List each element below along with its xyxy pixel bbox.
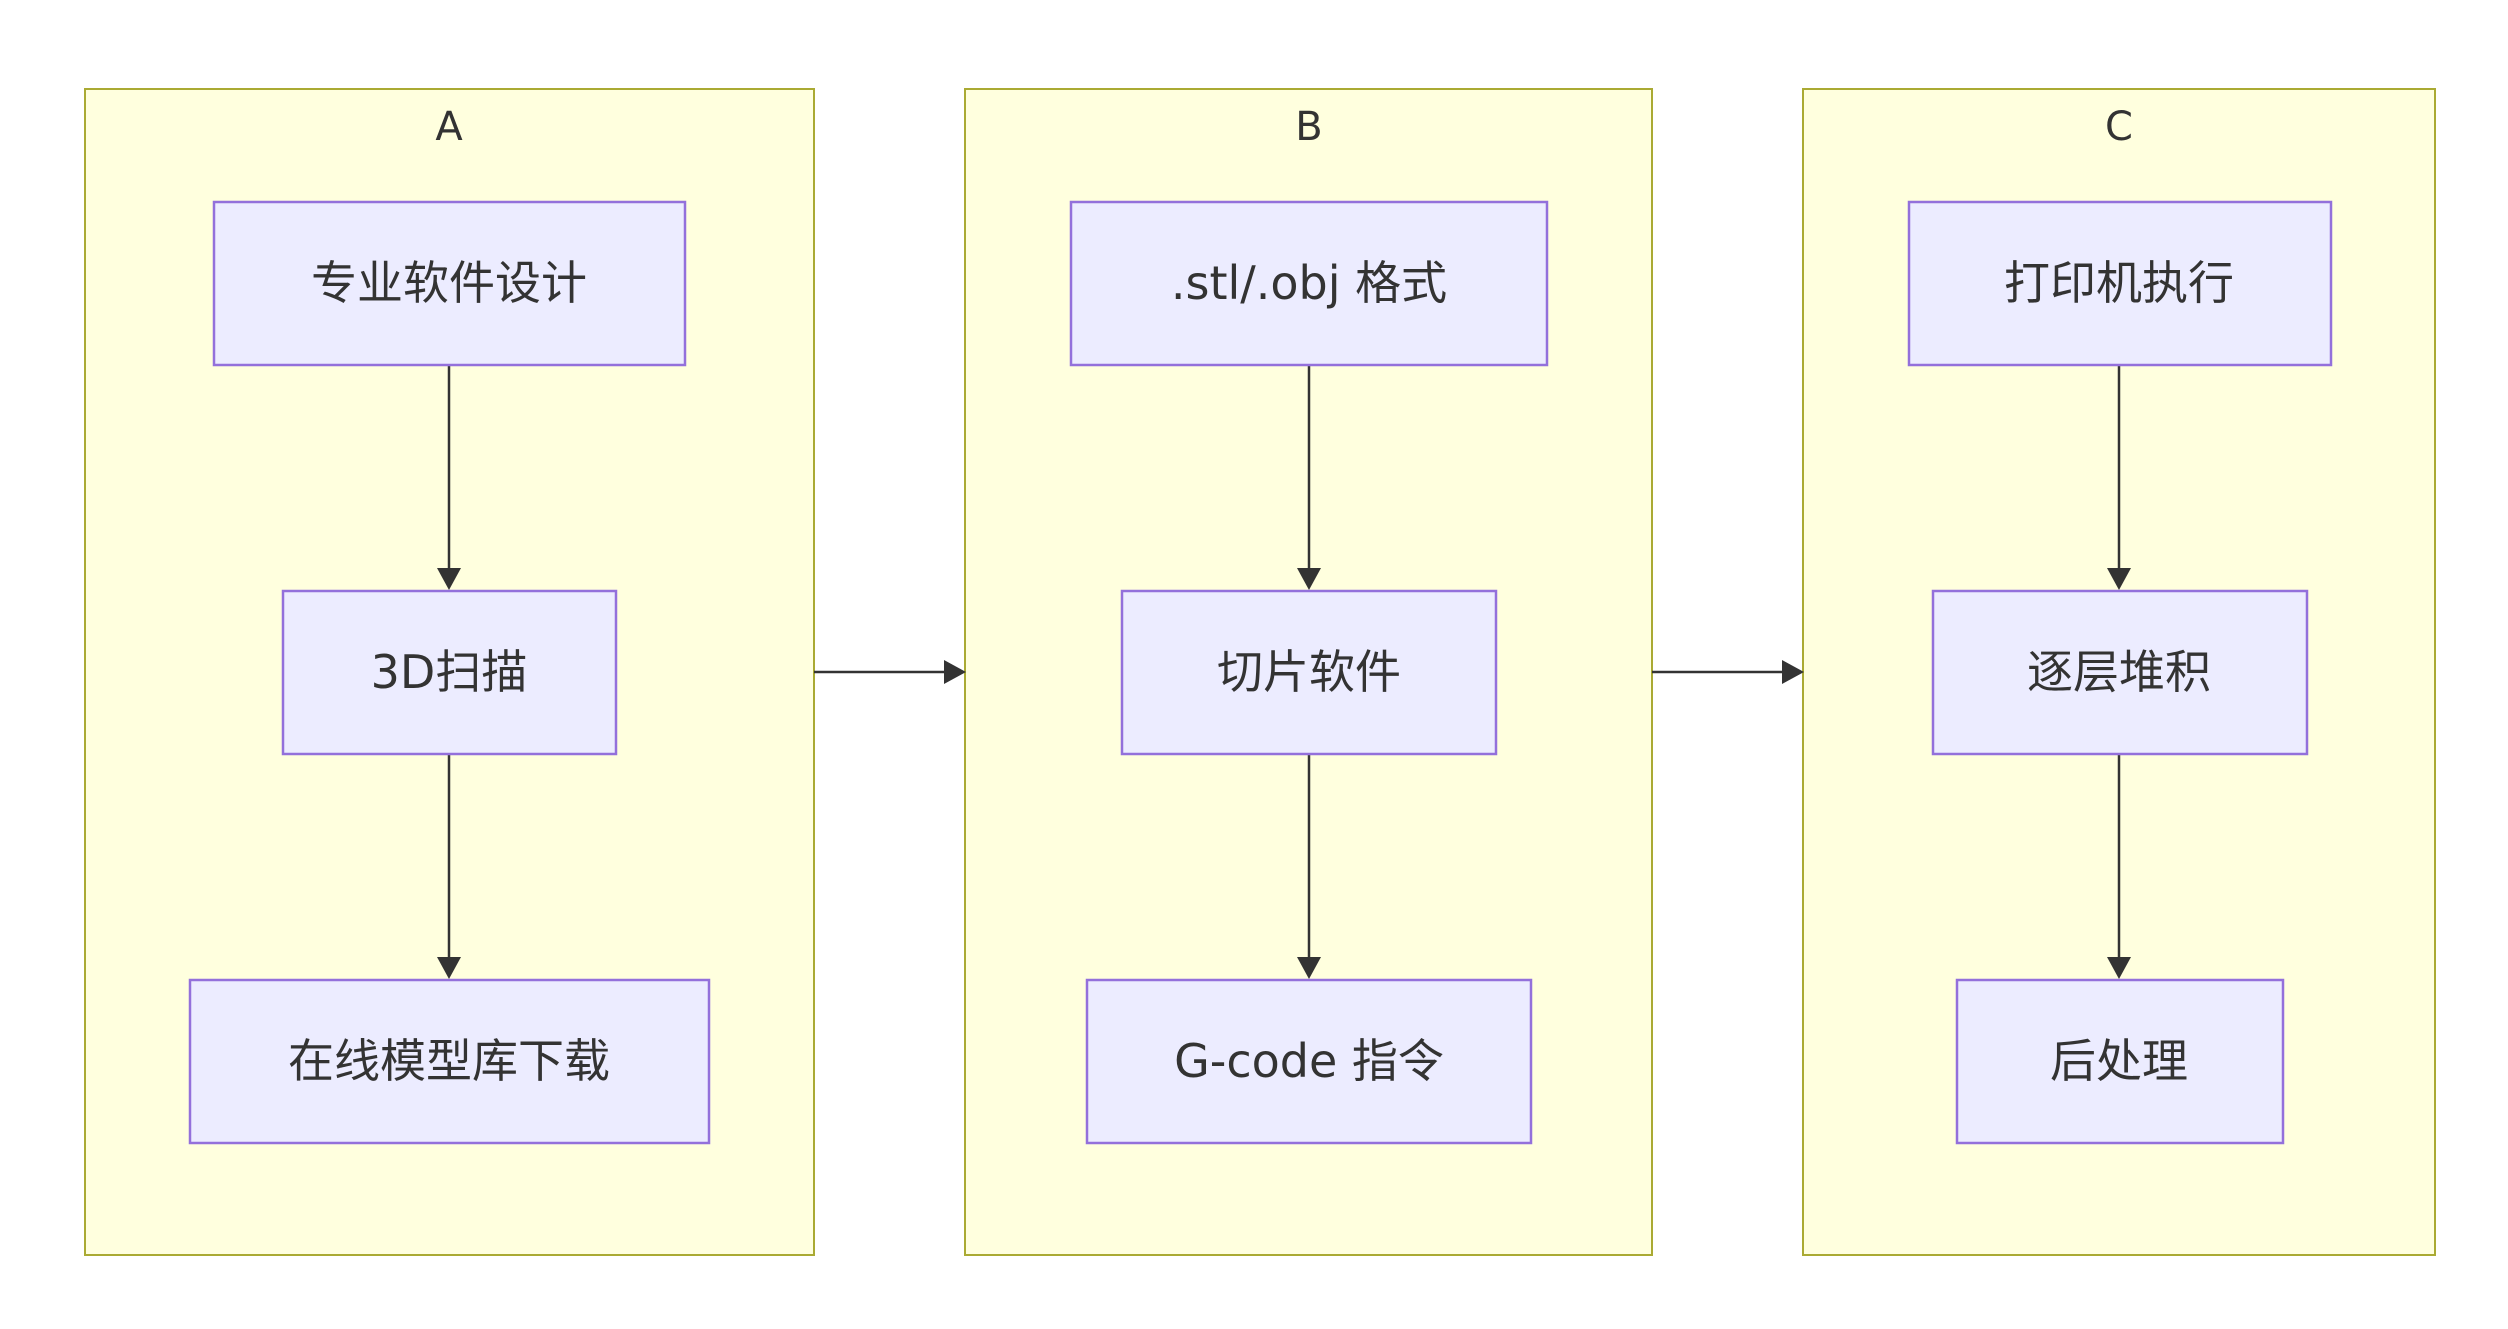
node-post-processing: 后处理	[1955, 978, 2285, 1145]
node-gcode-instructions: G-code 指令	[1085, 978, 1533, 1145]
node-box	[1931, 589, 2309, 756]
node-printer-execute: 打印机执行	[1907, 200, 2333, 367]
node-label: 打印机执行	[2004, 256, 2234, 310]
arrowhead-a2-a3	[437, 957, 461, 979]
arrowhead-b1-b2	[1297, 568, 1321, 590]
node-box	[188, 978, 711, 1145]
node-professional-design: 专业软件设计	[212, 200, 687, 367]
node-box	[1955, 978, 2285, 1145]
node-box	[1085, 978, 1533, 1145]
node-label: .stl/.obj 格式	[1171, 256, 1447, 310]
node-stl-obj-format: .stl/.obj 格式	[1069, 200, 1549, 367]
node-online-download: 在线模型库下载	[188, 978, 711, 1145]
node-label: G-code 指令	[1174, 1034, 1444, 1088]
node-box	[1069, 200, 1549, 367]
node-label: 逐层堆积	[2027, 645, 2211, 699]
cluster-c-title: C	[2105, 104, 2133, 150]
cluster-b-title: B	[1295, 104, 1322, 150]
node-label: 专业软件设计	[311, 256, 587, 310]
arrowhead-b-c	[1782, 660, 1804, 684]
arrowhead-a-b	[944, 660, 966, 684]
arrowhead-b2-b3	[1297, 957, 1321, 979]
node-3d-scan: 3D扫描	[281, 589, 618, 756]
node-box	[1907, 200, 2333, 367]
node-box	[281, 589, 618, 756]
edges	[437, 365, 2131, 979]
node-box	[1120, 589, 1498, 756]
node-label: 在线模型库下载	[288, 1034, 610, 1088]
node-layer-deposition: 逐层堆积	[1931, 589, 2309, 756]
node-label: 切片软件	[1217, 645, 1401, 699]
node-label: 后处理	[2050, 1034, 2188, 1088]
node-label: 3D扫描	[371, 645, 528, 699]
cluster-a-title: A	[435, 104, 463, 150]
arrowhead-c2-c3	[2107, 957, 2131, 979]
arrowhead-c1-c2	[2107, 568, 2131, 590]
arrowhead-a1-a2	[437, 568, 461, 590]
node-slicer-software: 切片软件	[1120, 589, 1498, 756]
node-box	[212, 200, 687, 367]
